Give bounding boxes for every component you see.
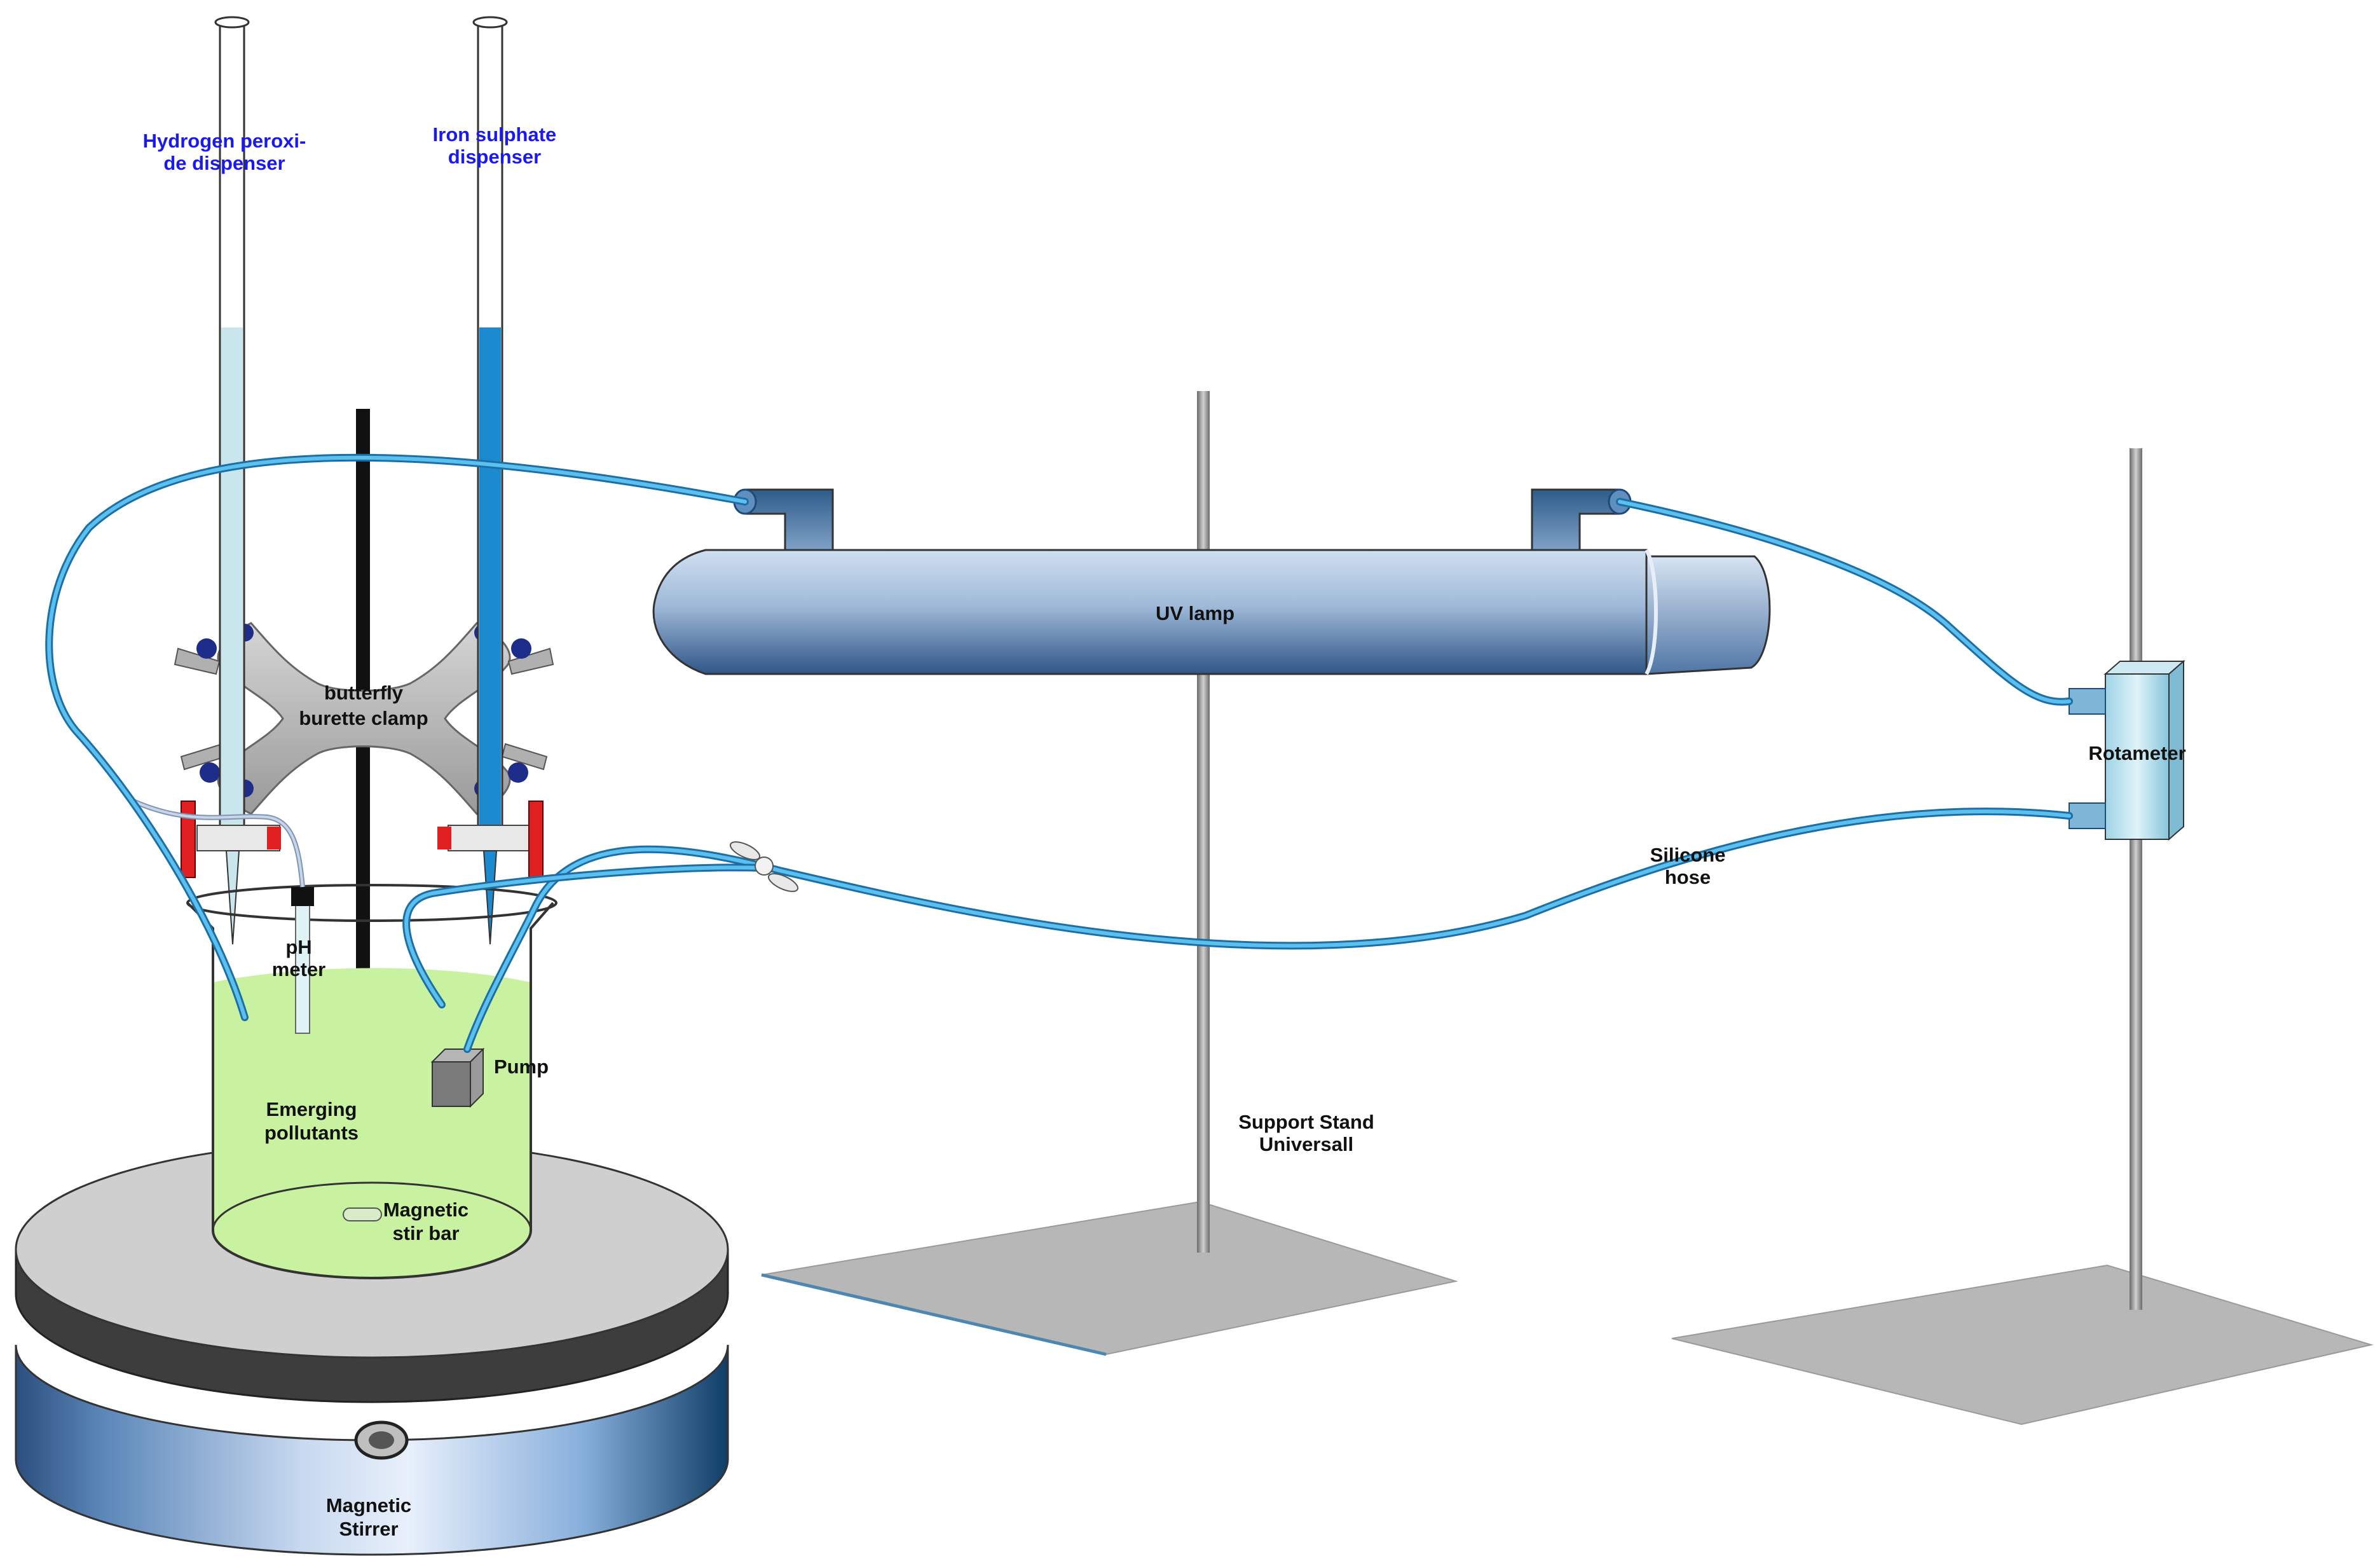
hose-valve	[729, 841, 799, 892]
stirrer-label-line2: Stirrer	[339, 1518, 398, 1540]
silicone-hoses	[45, 453, 2073, 1053]
stirrer-label-line1: Magnetic	[326, 1494, 411, 1516]
burette-tip	[482, 850, 498, 945]
hydrogen-peroxide-label-line1: Hydrogen peroxi-	[143, 130, 306, 152]
support-stand-middle	[761, 391, 1458, 1356]
ph-probe-cable-core	[133, 800, 304, 888]
lamp-port-left	[746, 488, 834, 551]
burette-top	[214, 16, 250, 29]
stand-base-plate	[1671, 1264, 2374, 1426]
ph-meter-label-line1: pH	[285, 936, 311, 958]
stand-base-plate	[761, 1200, 1458, 1356]
stopcock-body	[448, 825, 531, 851]
valve-wing	[729, 841, 761, 860]
valve-center	[755, 856, 774, 876]
ph-meter-label-line2: meter	[272, 958, 325, 980]
lamp-end-ring	[1645, 549, 1658, 675]
support-stand-right	[1671, 448, 2374, 1426]
beaker-rim	[186, 884, 557, 922]
rotameter-body	[2105, 673, 2170, 840]
stand-rod	[2130, 448, 2142, 1310]
uv-lamp	[652, 488, 1771, 675]
clamp-knob	[200, 762, 220, 783]
stopcock-handle	[528, 801, 544, 878]
pollutants-label-line1: Emerging	[266, 1098, 357, 1120]
beaker-solution	[213, 968, 531, 1278]
ph-meter	[132, 799, 314, 1034]
support-stand-label-line2: Universall	[1259, 1133, 1353, 1155]
iron-sulphate-burette	[437, 16, 544, 945]
hose-lamp-to-rotameter-core	[1618, 500, 2071, 704]
ph-probe-cap	[291, 887, 314, 906]
pollutants-label-line2: pollutants	[264, 1122, 359, 1144]
pump-label: Pump	[494, 1056, 549, 1078]
iron-sulphate-label-line2: dispenser	[448, 146, 541, 168]
burette-liquid	[479, 327, 501, 827]
stir-bar-label-line1: Magnetic	[383, 1199, 468, 1221]
rotameter-label: Rotameter	[2088, 742, 2185, 764]
lamp-tube	[652, 549, 1648, 675]
lamp-port-right	[1531, 488, 1619, 551]
burette-tip	[225, 850, 240, 945]
hose-rotameter-to-pump	[463, 808, 2073, 1053]
rotameter-port-top	[2069, 688, 2106, 715]
magnetic-stir-bar	[343, 1207, 382, 1221]
valve-wing	[767, 873, 799, 892]
burette-liquid	[221, 327, 243, 827]
stopcock-end	[267, 827, 281, 849]
rotameter-port-bottom	[2069, 802, 2106, 829]
butterfly-burette-clamp	[174, 622, 554, 815]
stopcock-handle	[181, 801, 196, 878]
clamp-knob	[508, 762, 528, 783]
clamp-arm	[507, 647, 554, 675]
clamp-arm	[501, 743, 548, 771]
stirrer-knob-center	[369, 1431, 394, 1449]
iron-sulphate-label-line1: Iron sulphate	[433, 123, 557, 146]
hydrogen-peroxide-label-line2: de dispenser	[163, 152, 285, 174]
clamp-label-line2: burette clamp	[299, 707, 428, 729]
clamp-knob	[511, 638, 531, 659]
rotameter-side	[2168, 659, 2184, 841]
beaker	[186, 884, 557, 1279]
uv-lamp-label: UV lamp	[1156, 602, 1234, 624]
burette-top	[472, 16, 508, 29]
support-stand-label-line1: Support Stand	[1238, 1111, 1374, 1133]
clamp-label-line1: butterfly	[324, 682, 404, 704]
hydrogen-peroxide-burette	[181, 16, 281, 945]
pump-side	[470, 1047, 484, 1108]
hose-return-beaker-core	[404, 865, 765, 1007]
silicone-hose-label-line1: Silicone	[1650, 844, 1726, 866]
hose-beaker-to-lamp-core	[47, 455, 747, 1019]
stopcock-end	[437, 827, 451, 849]
pump-front	[432, 1061, 471, 1107]
hose-rotameter-to-pump-core	[465, 809, 2071, 1051]
silicone-hose-label-line2: hose	[1665, 866, 1711, 888]
stand-rod	[1197, 391, 1210, 1253]
pump	[430, 1047, 485, 1108]
stand-base-edge	[761, 1273, 1107, 1356]
stir-bar-label-line2: stir bar	[392, 1222, 459, 1244]
beaker-bottom	[212, 1181, 532, 1279]
clamp-body	[217, 622, 511, 815]
clamp-knob	[196, 638, 217, 659]
lamp-end-cap	[1645, 555, 1771, 675]
